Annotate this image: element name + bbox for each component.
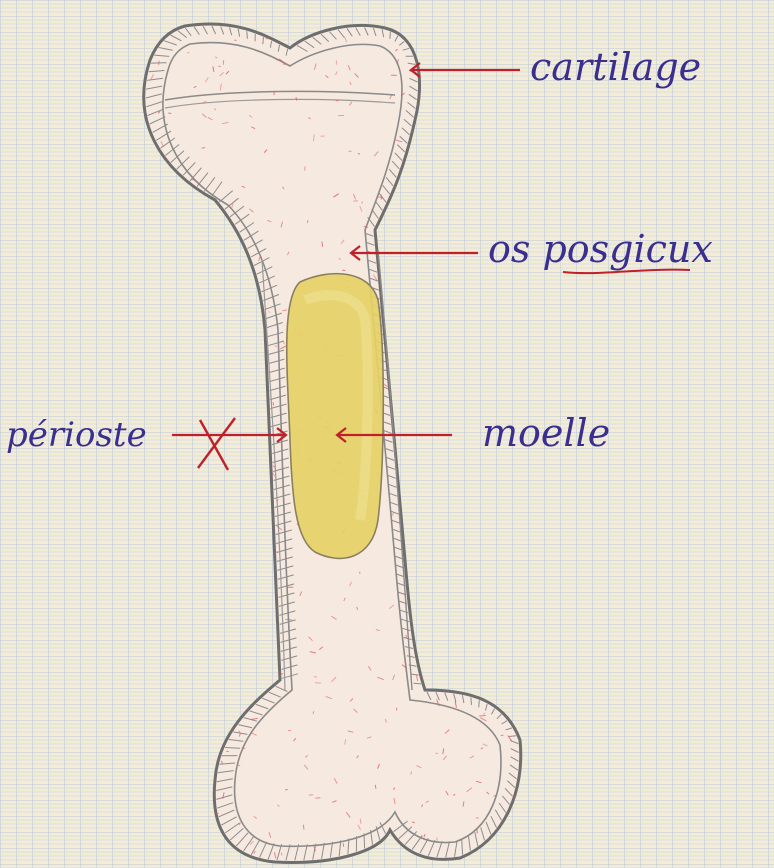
hatch-stroke — [414, 683, 422, 684]
speckle — [358, 154, 360, 155]
speckle — [314, 134, 315, 141]
speckle — [362, 201, 363, 203]
speckle — [479, 716, 486, 717]
speckle — [159, 61, 160, 65]
speckle — [375, 785, 376, 789]
speckle — [501, 735, 504, 736]
speckle — [168, 113, 171, 114]
hatch-stroke — [247, 31, 248, 39]
speckle — [238, 765, 240, 766]
speckle — [307, 220, 308, 223]
speckle — [436, 753, 438, 754]
speckle — [313, 711, 314, 714]
label-os-spongieux: os posgicux — [488, 227, 713, 271]
label-cartilage: cartilage — [530, 45, 701, 89]
speckle — [336, 100, 339, 101]
speckle — [339, 259, 341, 260]
speckle — [303, 825, 304, 830]
label-perioste: périoste — [6, 415, 147, 455]
hatch-stroke — [263, 37, 264, 44]
hatch-stroke — [479, 700, 480, 707]
speckle — [268, 312, 270, 313]
hatch-stroke — [471, 697, 472, 705]
speckle — [342, 270, 345, 271]
hatch-stroke — [390, 32, 391, 39]
speckle — [411, 772, 412, 775]
speckle — [273, 402, 274, 405]
hatch-stroke — [364, 833, 365, 848]
speckle — [381, 194, 382, 199]
speckle — [219, 66, 221, 67]
label-moelle: moelle — [482, 411, 610, 455]
speckle — [283, 64, 286, 65]
